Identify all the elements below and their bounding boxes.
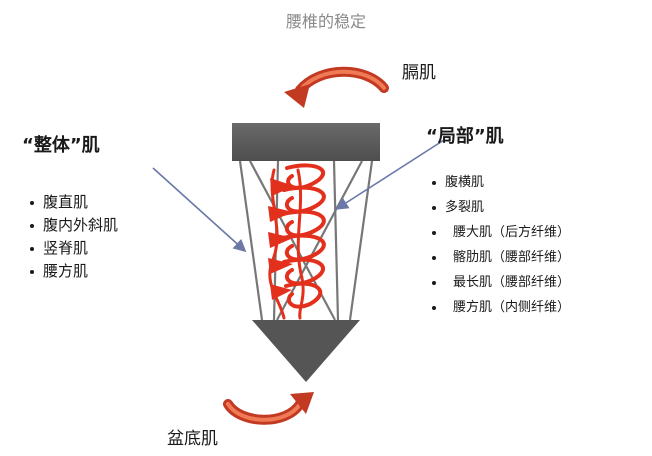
local-muscles-title: “局部”肌 (426, 126, 504, 147)
diaphragm-label: 膈肌 (402, 63, 436, 83)
global-pointer-line (152, 167, 247, 253)
list-item: 腹横肌 (429, 170, 570, 195)
list-item: 最长肌（腰部纤维） (429, 270, 570, 295)
list-item: 腹内外斜肌 (27, 214, 118, 237)
top-plate (232, 123, 380, 161)
global-muscles-title: “整体”肌 (22, 135, 100, 156)
bottom-wedge (252, 320, 360, 382)
list-item: 腰方肌 (27, 260, 118, 283)
list-item: 竖脊肌 (27, 237, 118, 260)
diagram-title: 腰椎的稳定 (285, 12, 366, 31)
global-muscles-list: 腹直肌 腹内外斜肌 竖脊肌 腰方肌 (27, 191, 118, 283)
local-muscles-list: 腹横肌 多裂肌 腰大肌（后方纤维） 髂肋肌（腰部纤维） 最长肌（腰部纤维） 腰方… (429, 170, 570, 320)
list-item: 腹直肌 (27, 191, 118, 214)
list-item: 腰方肌（内侧纤维） (429, 295, 570, 320)
local-pointer-line (335, 139, 445, 210)
list-item: 髂肋肌（腰部纤维） (429, 245, 570, 270)
helix-fibers (268, 178, 294, 300)
list-item: 腰大肌（后方纤维） (429, 220, 570, 245)
diaphragm-rotation-arrow (284, 66, 389, 108)
pelvic-floor-label: 盆底肌 (167, 429, 218, 449)
pelvic-floor-rotation-arrow (223, 392, 314, 425)
list-item: 多裂肌 (429, 195, 570, 220)
